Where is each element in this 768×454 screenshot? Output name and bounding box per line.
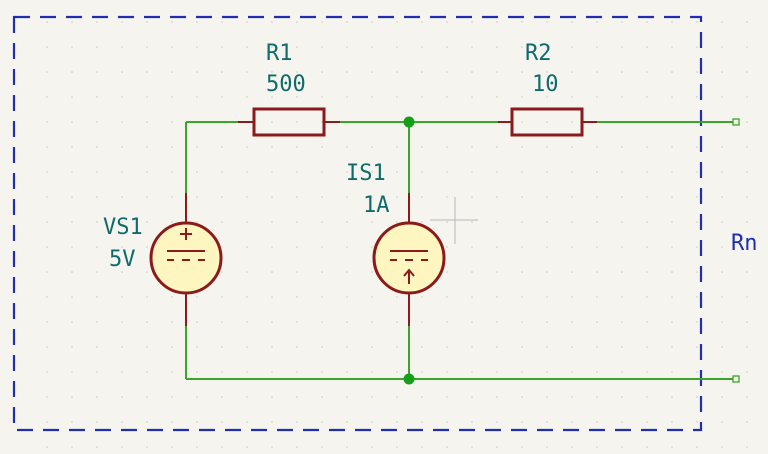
resistor-r1[interactable] <box>238 107 340 137</box>
terminal-bottom[interactable] <box>732 375 740 383</box>
junction-top <box>403 116 415 128</box>
dc-voltage-icon <box>167 228 205 261</box>
r1-ref-label: R1 <box>266 41 293 66</box>
crosshair-cursor-icon <box>430 197 478 244</box>
is1-ref-label: IS1 <box>346 161 386 186</box>
wires <box>185 121 733 380</box>
terminal-top[interactable] <box>732 118 740 126</box>
is1-value-label: 1A <box>363 193 390 218</box>
current-source-is1[interactable] <box>372 193 446 326</box>
vs1-ref-label: VS1 <box>103 215 143 240</box>
r1-value-label: 500 <box>266 72 306 97</box>
dc-current-icon <box>390 250 428 284</box>
vs1-value-label: 5V <box>109 247 136 272</box>
dashed-boundary-box <box>12 15 703 432</box>
resistor-r2[interactable] <box>498 107 597 137</box>
r2-value-label: 10 <box>532 72 559 97</box>
grid-dots <box>46 21 748 448</box>
box-label-rn: Rn <box>731 231 758 256</box>
voltage-source-vs1[interactable] <box>149 193 223 326</box>
junction-bottom <box>403 373 415 385</box>
r2-ref-label: R2 <box>525 41 552 66</box>
